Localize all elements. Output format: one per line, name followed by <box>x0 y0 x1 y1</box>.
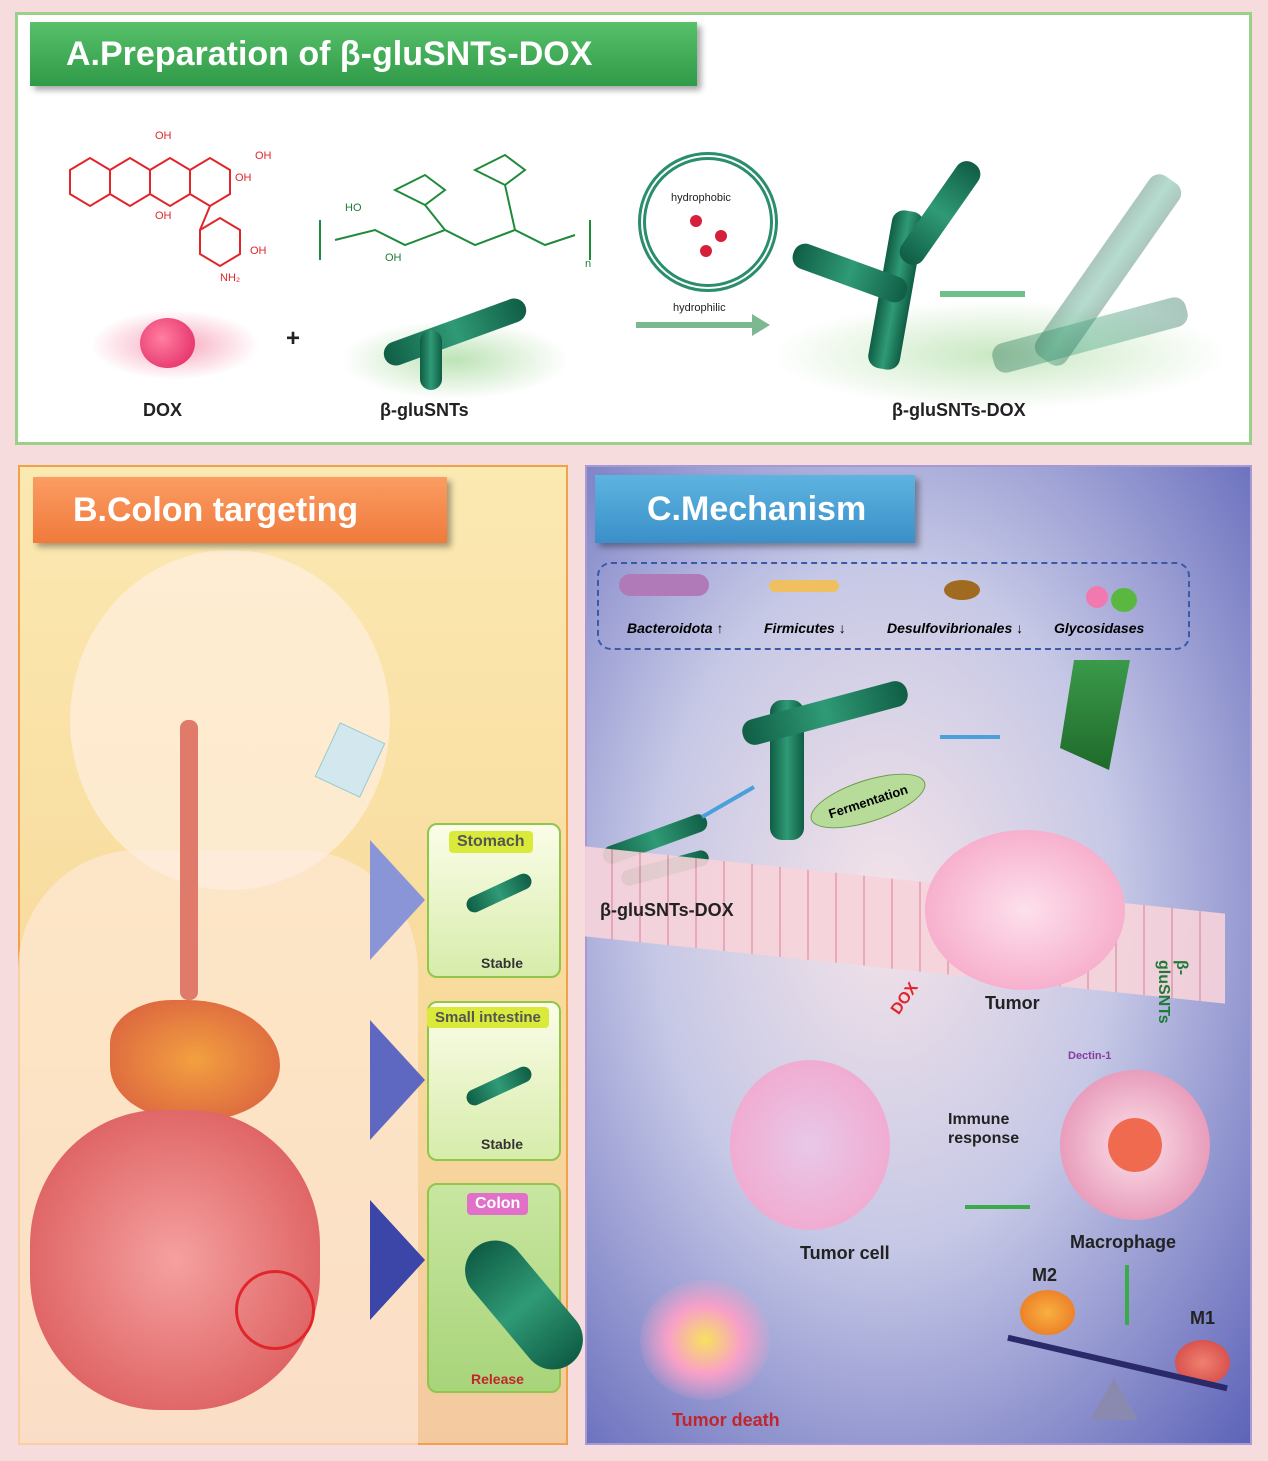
drug-label: β-gluSNTs-DOX <box>600 900 734 920</box>
stage-colon-label: Colon <box>467 1193 529 1215</box>
chevron-colon-icon <box>370 1200 425 1320</box>
stage-small-intestine-state: Stable <box>481 1136 524 1152</box>
micelle-icon <box>638 152 778 292</box>
panel-a-title: A.Preparation of β-gluSNTs-DOX <box>30 22 697 86</box>
chevron-stomach-icon <box>370 840 425 960</box>
microbiota-box: Bacteroidota ↑ Firmicutes ↓ Desulfovibri… <box>597 562 1190 650</box>
stage-small-intestine-label: Small intestine <box>427 1007 549 1028</box>
dox-sphere-icon <box>140 318 195 368</box>
microbe-bacteroidota: Bacteroidota ↑ <box>627 620 723 636</box>
stage-stomach-label: Stomach <box>449 831 533 853</box>
dox-dot-icon <box>700 245 712 257</box>
dectin-label: Dectin-1 <box>1068 1050 1112 1062</box>
head-silhouette <box>70 550 390 890</box>
microbe-glycosidases: Glycosidases <box>1054 620 1145 636</box>
target-icon <box>235 1270 315 1350</box>
tumor-death-label: Tumor death <box>672 1410 780 1430</box>
macrophage-nucleus <box>1108 1118 1162 1172</box>
dox-oh-3: OH <box>235 172 252 184</box>
tumor-label: Tumor <box>985 993 1040 1013</box>
stage-stomach-state: Stable <box>481 955 524 971</box>
tumor-cell-label: Tumor cell <box>800 1243 890 1263</box>
dox-oh-2: OH <box>255 150 272 162</box>
glucan-ho: HO <box>345 202 362 214</box>
microbe-desulfovibrionales: Desulfovibrionales ↓ <box>887 620 1023 636</box>
dox-nh2: NH₂ <box>220 272 241 284</box>
dox-oh-1: OH <box>155 130 172 142</box>
equilibrium-arrow-icon <box>940 291 1025 297</box>
immune-arrow-icon <box>965 1205 1030 1209</box>
trend-down-icon: ↓ <box>1016 620 1024 636</box>
glusnts-tube-branch-icon <box>420 330 442 390</box>
dox-dot-icon <box>690 215 702 227</box>
glusnts-label: β-gluSNTs <box>380 400 469 420</box>
glycosidase-icon <box>1086 586 1108 608</box>
tumor-mass <box>925 830 1125 990</box>
tumor-cell <box>730 1060 890 1230</box>
product-glow <box>770 300 1230 410</box>
release-tube-icon <box>452 1228 596 1382</box>
microbe-name: Bacteroidota <box>627 620 713 636</box>
stage-stomach: Stomach Stable <box>427 823 561 978</box>
trend-up-icon: ↑ <box>716 620 724 636</box>
trend-down-icon: ↓ <box>838 620 846 636</box>
firmicutes-icon <box>769 580 839 592</box>
m2-label: M2 <box>1032 1265 1058 1285</box>
polarization-arrow-icon <box>1125 1265 1129 1325</box>
dox-oh-5: OH <box>250 245 267 257</box>
hydrophilic-label: hydrophilic <box>673 302 726 314</box>
arrow-to-fragment-icon <box>940 735 1000 739</box>
dox-dot-icon <box>715 230 727 242</box>
panel-b-title: B.Colon targeting <box>33 477 447 543</box>
seesaw-fulcrum-icon <box>1090 1378 1138 1420</box>
chevron-intestine-icon <box>370 1020 425 1140</box>
stomach-organ <box>110 1000 280 1120</box>
dox-molecule-icon <box>69 156 241 268</box>
glucan-oh: OH <box>385 252 402 264</box>
stage-colon: Colon Release <box>427 1183 596 1393</box>
glycosidase-icon-2 <box>1111 588 1137 612</box>
intestine-organ <box>30 1110 320 1410</box>
esophagus <box>180 720 198 1000</box>
dox-oh-4: OH <box>155 210 172 222</box>
m1-label: M1 <box>1190 1308 1216 1328</box>
hydrophobic-label: hydrophobic <box>671 192 731 204</box>
panel-c-title: C.Mechanism <box>595 475 915 543</box>
tube-icon <box>463 1063 535 1109</box>
glucan-structure: HO OH n <box>315 120 595 270</box>
glucan-n: n <box>585 258 592 270</box>
dead-tumor-icon <box>640 1280 770 1400</box>
arrow-head-icon <box>752 314 770 336</box>
dox-label: DOX <box>143 400 183 420</box>
tube-icon <box>463 870 535 916</box>
macrophage-label: Macrophage <box>1070 1232 1177 1252</box>
dox-structure: OH OH OH OH OH NH₂ <box>60 120 290 290</box>
stage-small-intestine: Small intestine Stable <box>427 1001 561 1161</box>
m2-macrophage-icon <box>1020 1290 1075 1335</box>
desulfovibrionales-icon <box>944 580 980 600</box>
microbe-firmicutes: Firmicutes ↓ <box>764 620 846 636</box>
glucan-molecule-icon <box>319 153 591 260</box>
glusnts-uptake-label: β-gluSNTs <box>1155 960 1190 1024</box>
microbe-name: Desulfovibrionales <box>887 620 1013 636</box>
plus-sign: + <box>286 325 301 352</box>
immune-response-label: Immune response <box>948 1111 1020 1148</box>
stage-colon-state: Release <box>471 1371 524 1387</box>
process-arrow-icon <box>636 322 756 328</box>
product-label: β-gluSNTs-DOX <box>892 400 1026 420</box>
bacteroidota-icon <box>619 574 709 596</box>
microbe-name: Firmicutes <box>764 620 835 636</box>
